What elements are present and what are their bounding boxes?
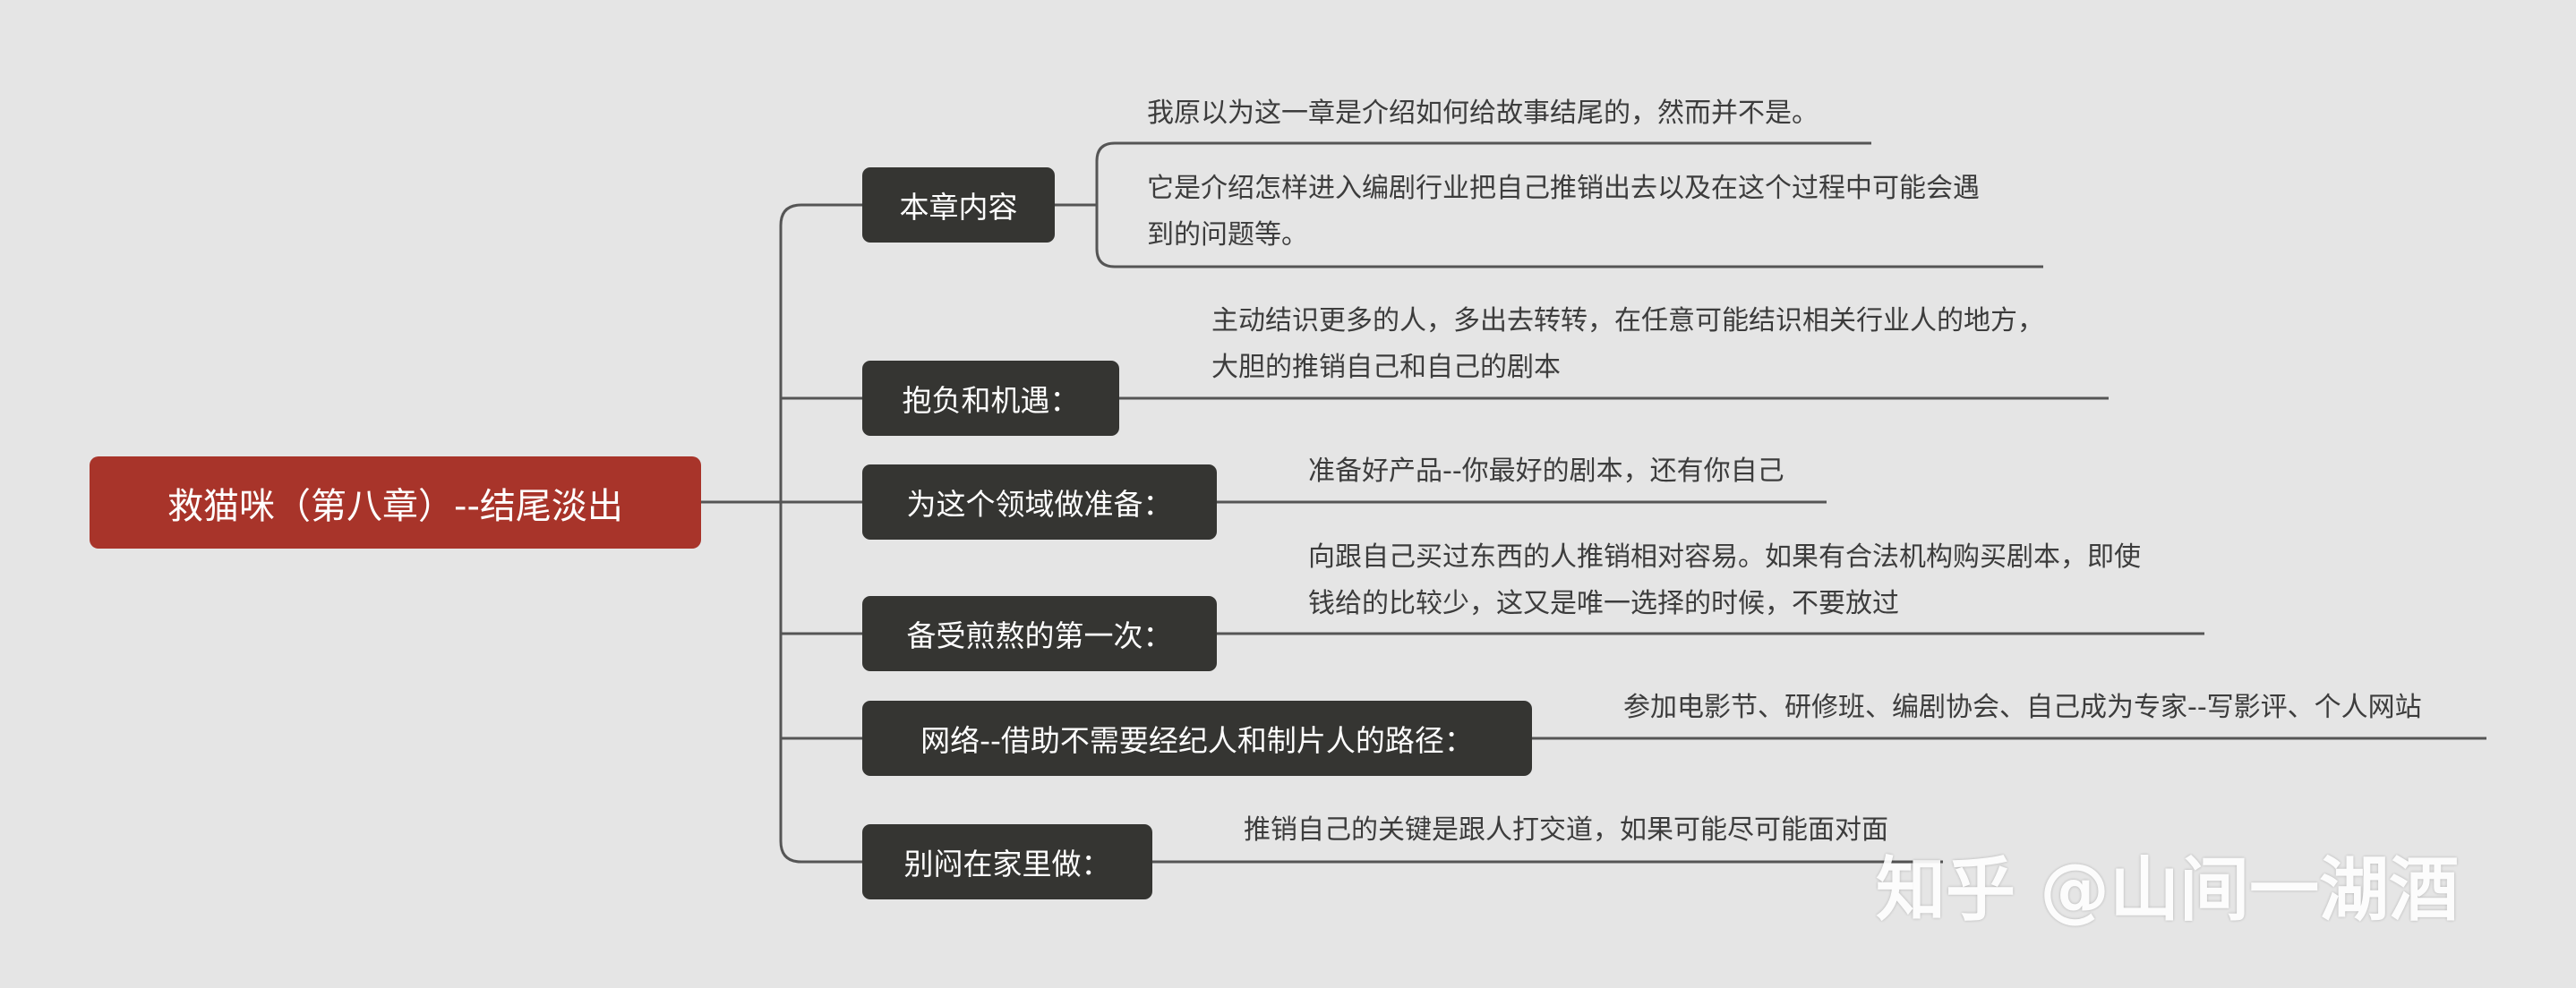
leaf-text: 主动结识更多的人，多出去转转，在任意可能结识相关行业人的地方， [1211,305,2044,336]
watermark: 知乎 @山间一湖酒 [1876,850,2460,931]
connector-spine [779,203,802,864]
leaf-text: 准备好产品--你最好的剧本，还有你自己 [1308,456,1784,487]
leaf-text: 推销自己的关键是跟人打交道，如果可能尽可能面对面 [1244,814,1888,846]
leaf-text: 到的问题等。 [1147,219,1308,251]
leaf-text: 参加电影节、研修班、编剧协会、自己成为专家--写影评、个人网站 [1623,692,2422,723]
leaf-text: 我原以为这一章是介绍如何给故事结尾的，然而并不是。 [1147,98,1819,129]
branch-network[interactable]: 网络--借助不需要经纪人和制片人的路径： [862,701,1532,776]
leaf-text: 大胆的推销自己和自己的剧本 [1211,352,1561,383]
leaf-text: 向跟自己买过东西的人推销相对容易。如果有合法机构购买剧本，即使 [1308,541,2141,573]
branch-dont-stay-home[interactable]: 别闷在家里做： [862,824,1152,899]
leaf-text: 它是介绍怎样进入编剧行业把自己推销出去以及在这个过程中可能会遇 [1147,173,1980,204]
branch-first-time[interactable]: 备受煎熬的第一次： [862,596,1217,671]
root-node[interactable]: 救猫咪（第八章）--结尾淡出 [90,456,701,549]
branch-ambition-opportunity[interactable]: 抱负和机遇： [862,361,1119,436]
branch-chapter-content[interactable]: 本章内容 [862,167,1055,243]
branch-prepare-field[interactable]: 为这个领域做准备： [862,464,1217,540]
leaf-text: 钱给的比较少，这又是唯一选择的时候，不要放过 [1308,588,1899,619]
connector-leaf-1 [1055,141,1116,268]
